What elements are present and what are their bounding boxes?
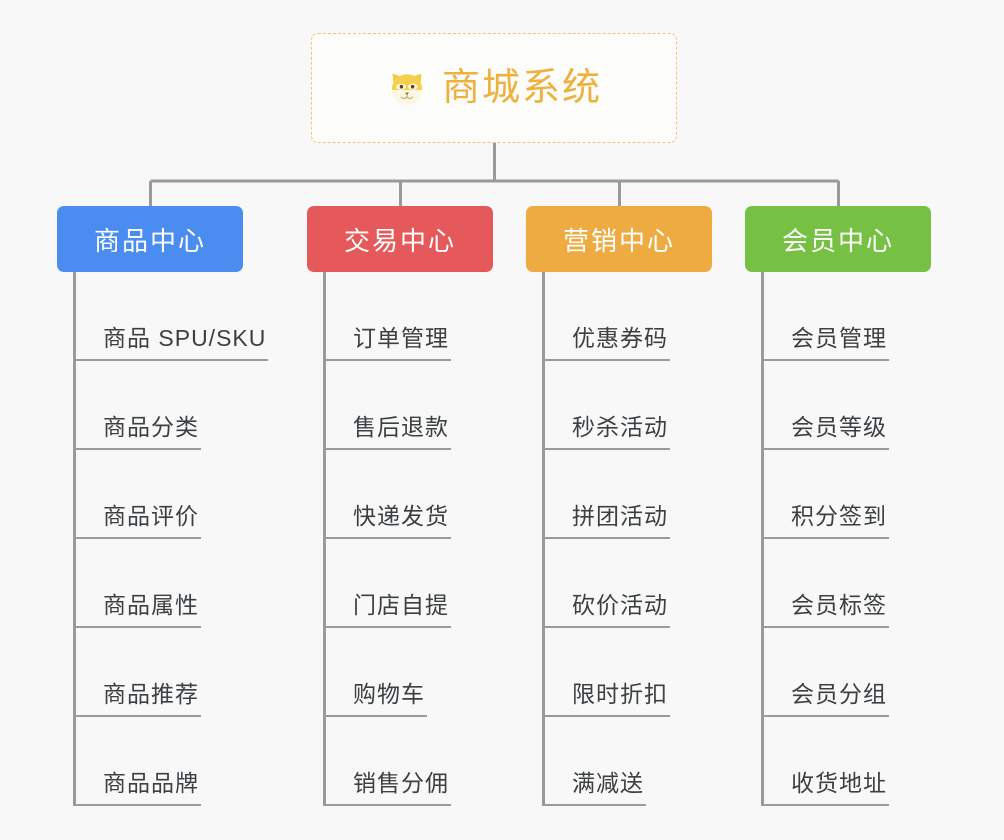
leaf-underline [73,359,268,361]
branch-header-label: 商品中心 [93,225,206,256]
leaf-underline [73,804,201,806]
leaf-underline [761,626,889,628]
leaf-item[interactable]: 销售分佣 [307,717,493,806]
leaf-item[interactable]: 快递发货 [307,450,493,539]
leaf-item[interactable]: 商品评价 [57,450,243,539]
leaf-underline [761,537,889,539]
leaf-list-member: 会员管理 会员等级 积分签到 会员标签 会员分组 收货地址 [745,272,931,806]
branch-trunk [323,272,326,806]
leaf-underline [73,715,201,717]
leaf-label: 商品推荐 [103,681,199,707]
leaf-list-product: 商品 SPU/SKU 商品分类 商品评价 商品属性 商品推荐 商品品牌 [57,272,268,806]
leaf-item[interactable]: 会员等级 [745,361,931,450]
leaf-item[interactable]: 门店自提 [307,539,493,628]
leaf-underline [542,804,646,806]
branch-product: 商品中心 商品 SPU/SKU 商品分类 商品评价 商品属性 商品推荐 [57,206,268,806]
branch-trunk [761,272,764,806]
leaf-underline [73,448,201,450]
branch-trunk [73,272,76,806]
leaf-label: 商品评价 [103,503,199,529]
branch-header-label: 交易中心 [343,225,456,256]
leaf-label: 限时折扣 [572,681,668,707]
leaf-underline [761,715,889,717]
leaf-item[interactable]: 商品属性 [57,539,243,628]
leaf-item[interactable]: 限时折扣 [526,628,712,717]
leaf-label: 满减送 [572,770,644,796]
leaf-item[interactable]: 售后退款 [307,361,493,450]
leaf-label: 商品品牌 [103,770,199,796]
leaf-label: 会员分组 [791,681,887,707]
leaf-underline [323,626,451,628]
leaf-item[interactable]: 会员标签 [745,539,931,628]
leaf-label: 会员标签 [791,592,887,618]
leaf-item[interactable]: 商品品牌 [57,717,243,806]
leaf-underline [761,448,889,450]
leaf-label: 砍价活动 [572,592,668,618]
leaf-list-trade: 订单管理 售后退款 快递发货 门店自提 购物车 销售分佣 [307,272,493,806]
branch-trunk [542,272,545,806]
leaf-label: 会员等级 [791,414,887,440]
leaf-item[interactable]: 积分签到 [745,450,931,539]
leaf-label: 收货地址 [791,770,887,796]
leaf-item[interactable]: 购物车 [307,628,493,717]
leaf-item[interactable]: 秒杀活动 [526,361,712,450]
branch-header-label: 营销中心 [562,225,675,256]
branch-header-trade[interactable]: 交易中心 [307,206,493,272]
root-title: 商城系统 [441,67,602,109]
leaf-label: 积分签到 [791,503,887,529]
leaf-label: 快递发货 [353,503,449,529]
branch-trade: 交易中心 订单管理 售后退款 快递发货 门店自提 购物车 [307,206,493,806]
leaf-underline [323,804,451,806]
root-node[interactable]: 商城系统 [311,33,677,143]
branch-header-product[interactable]: 商品中心 [57,206,243,272]
leaf-underline [542,537,670,539]
leaf-label: 商品分类 [103,414,199,440]
leaf-underline [542,359,670,361]
leaf-underline [323,537,451,539]
leaf-item[interactable]: 商品推荐 [57,628,243,717]
leaf-label: 销售分佣 [353,770,449,796]
leaf-item[interactable]: 优惠券码 [526,272,712,361]
leaf-label: 商品属性 [103,592,199,618]
leaf-label: 秒杀活动 [572,414,668,440]
leaf-label: 售后退款 [353,414,449,440]
leaf-item[interactable]: 满减送 [526,717,712,806]
leaf-label: 商品 SPU/SKU [103,325,267,351]
leaf-item[interactable]: 商品分类 [57,361,243,450]
leaf-underline [323,448,451,450]
leaf-item[interactable]: 会员管理 [745,272,931,361]
leaf-label: 优惠券码 [572,325,668,351]
leaf-underline [761,359,889,361]
leaf-underline [542,626,670,628]
leaf-label: 会员管理 [791,325,887,351]
leaf-label: 门店自提 [353,592,449,618]
branch-market: 营销中心 优惠券码 秒杀活动 拼团活动 砍价活动 限时折扣 [526,206,712,806]
leaf-list-market: 优惠券码 秒杀活动 拼团活动 砍价活动 限时折扣 满减送 [526,272,712,806]
branch-header-member[interactable]: 会员中心 [745,206,931,272]
leaf-item[interactable]: 拼团活动 [526,450,712,539]
leaf-underline [73,626,201,628]
leaf-underline [761,804,889,806]
leaf-underline [323,359,451,361]
leaf-item[interactable]: 砍价活动 [526,539,712,628]
leaf-underline [542,715,670,717]
leaf-underline [323,715,427,717]
leaf-item[interactable]: 收货地址 [745,717,931,806]
leaf-underline [542,448,670,450]
shiba-dog-icon [386,67,428,109]
branch-member: 会员中心 会员管理 会员等级 积分签到 会员标签 会员分组 [745,206,931,806]
leaf-label: 拼团活动 [572,503,668,529]
leaf-label: 订单管理 [353,325,449,351]
leaf-item[interactable]: 商品 SPU/SKU [57,272,268,361]
branch-header-market[interactable]: 营销中心 [526,206,712,272]
leaf-underline [73,537,201,539]
leaf-item[interactable]: 会员分组 [745,628,931,717]
leaf-item[interactable]: 订单管理 [307,272,493,361]
leaf-label: 购物车 [353,681,425,707]
branch-header-label: 会员中心 [781,225,894,256]
